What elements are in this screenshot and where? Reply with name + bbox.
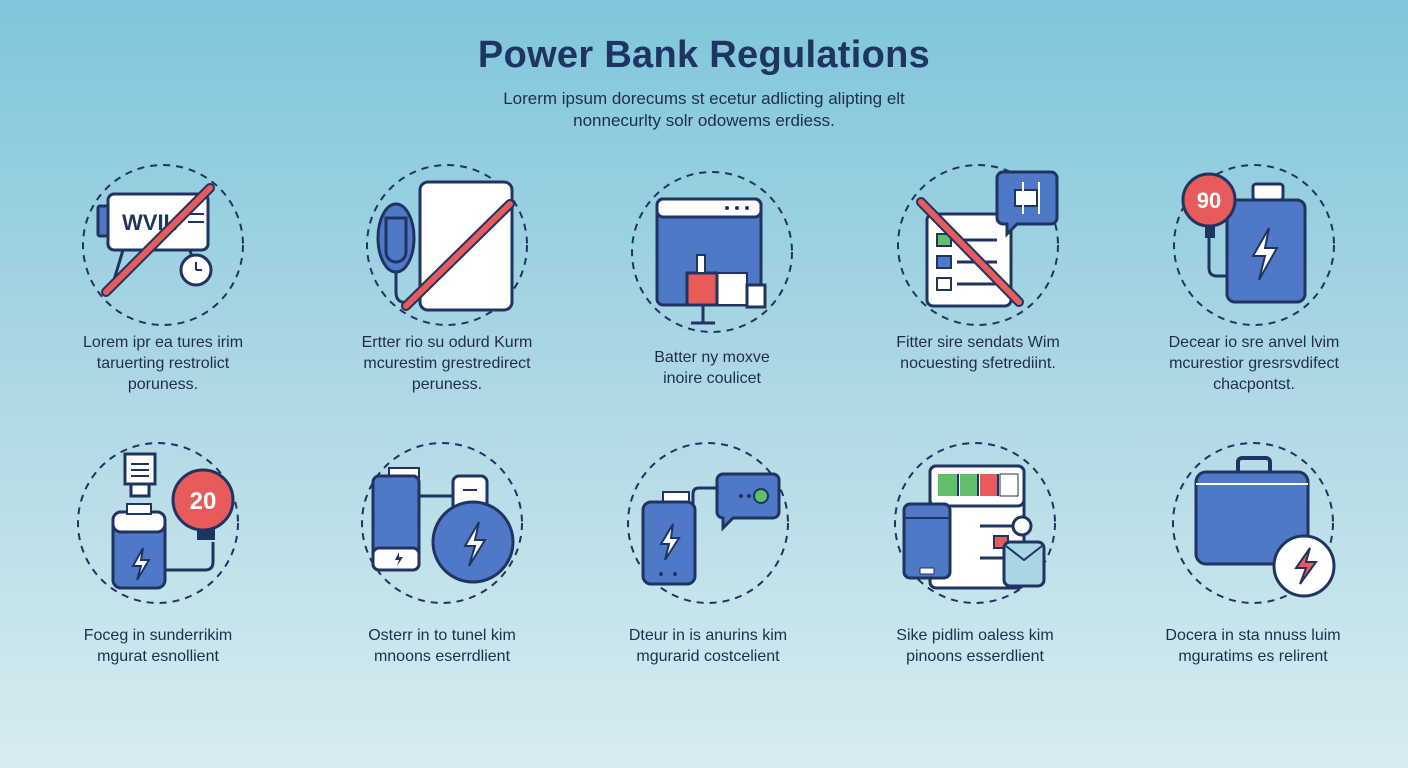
capacity-badge-value: 20 bbox=[190, 488, 217, 515]
battery-capacity-limit-icon: 90 bbox=[1169, 160, 1339, 330]
regulation-item-7: Osterr in to tunel kim mnoons eserrdlien… bbox=[312, 438, 572, 708]
regulation-item-9: Sike pidlim oaless kim pinoons esserdlie… bbox=[845, 438, 1105, 708]
laptop-with-battery-icon bbox=[627, 167, 797, 337]
caption-line: Ertter rio su odurd Kurm bbox=[361, 334, 533, 351]
capacity-badge-value: 90 bbox=[1197, 188, 1221, 213]
caption-line: Sike pidlim oaless kim bbox=[896, 627, 1054, 644]
caption-line: Osterr in to tunel kim bbox=[368, 627, 516, 644]
caption-line: mgurarid costcelient bbox=[636, 648, 780, 665]
regulation-item-1: WVIL Lorem ipr ea tures irim taruerting … bbox=[33, 160, 293, 430]
caption-line: mgurat esnollient bbox=[97, 648, 219, 665]
caption-line: mcurestim grestredirect bbox=[363, 355, 531, 372]
page-subtitle: Lorerm ipsum dorecums st ecetur adlictin… bbox=[404, 88, 1004, 132]
item-caption: Dteur in is anurins kim mgurarid costcel… bbox=[578, 625, 838, 667]
caption-line: Fitter sire sendats Wim bbox=[896, 334, 1060, 351]
caption-line: mcurestior gresrsvdifect bbox=[1169, 355, 1339, 372]
caption-line: taruerting restrolict bbox=[96, 355, 230, 372]
caption-line: inoire coulicet bbox=[663, 370, 761, 387]
caption-line: mguratims es relirent bbox=[1178, 648, 1328, 665]
caption-line: Docera in sta nnuss luim bbox=[1165, 627, 1341, 644]
caption-line: peruness. bbox=[411, 376, 483, 393]
caption-line: pinoons esserdlient bbox=[906, 648, 1044, 665]
prohibited-power-bank-icon bbox=[362, 160, 532, 330]
subtitle-line: Lorerm ipsum dorecums st ecetur adlictin… bbox=[503, 89, 905, 108]
page-title: Power Bank Regulations bbox=[477, 34, 931, 76]
regulation-item-4: Fitter sire sendats Wim nocuesting sfetr… bbox=[848, 160, 1108, 430]
regulation-item-5: 90 Decear io sre anvel lvim mcurestior g… bbox=[1124, 160, 1384, 430]
item-caption: Osterr in to tunel kim mnoons eserrdlien… bbox=[312, 625, 572, 667]
item-caption: Batter ny moxve inoire coulicet bbox=[582, 347, 842, 389]
item-caption: Fitter sire sendats Wim nocuesting sfetr… bbox=[848, 332, 1108, 374]
prohibited-document-checklist-icon bbox=[893, 160, 1063, 330]
regulation-item-8: Dteur in is anurins kim mgurarid costcel… bbox=[578, 438, 838, 708]
item-caption: Foceg in sunderrikim mgurat esnollient bbox=[28, 625, 288, 667]
caption-line: nocuesting sfetrediint. bbox=[900, 355, 1056, 372]
caption-line: Batter ny moxve bbox=[654, 349, 770, 366]
caption-line: mnoons eserrdlient bbox=[373, 648, 511, 665]
phone-battery-message-icon bbox=[623, 438, 793, 608]
item-caption: Docera in sta nnuss luim mguratims es re… bbox=[1123, 625, 1383, 667]
regulation-item-6: 20 Foceg in sunderrikim mgurat esnollien… bbox=[28, 438, 288, 708]
item-caption: Sike pidlim oaless kim pinoons esserdlie… bbox=[845, 625, 1105, 667]
caption-line: poruness. bbox=[127, 376, 199, 393]
item-caption: Lorem ipr ea tures irim taruerting restr… bbox=[33, 332, 293, 395]
item-caption: Ertter rio su odurd Kurm mcurestim grest… bbox=[317, 332, 577, 395]
regulation-item-3: Batter ny moxve inoire coulicet bbox=[582, 167, 842, 437]
prohibited-display-device-icon: WVIL bbox=[78, 160, 248, 330]
subtitle-line: nonnecurlty solr odowems erdiess. bbox=[573, 111, 835, 130]
regulation-item-2: Ertter rio su odurd Kurm mcurestim grest… bbox=[317, 160, 577, 430]
luggage-power-icon bbox=[1168, 438, 1338, 608]
item-caption: Decear io sre anvel lvim mcurestior gres… bbox=[1124, 332, 1384, 395]
caption-line: Dteur in is anurins kim bbox=[628, 627, 788, 644]
caption-line: Decear io sre anvel lvim bbox=[1168, 334, 1340, 351]
small-battery-limit-icon: 20 bbox=[73, 438, 243, 608]
caption-line: chacpontst. bbox=[1213, 376, 1295, 393]
caption-line: Foceg in sunderrikim bbox=[83, 627, 233, 644]
caption-line: Lorem ipr ea tures irim bbox=[82, 334, 244, 351]
regulation-item-10: Docera in sta nnuss luim mguratims es re… bbox=[1123, 438, 1383, 708]
charge-level-document-icon bbox=[890, 438, 1060, 608]
battery-charging-icon bbox=[357, 438, 527, 608]
